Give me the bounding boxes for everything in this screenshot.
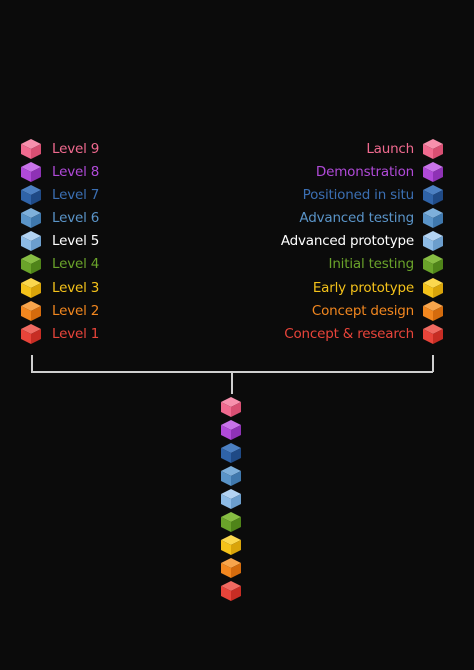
stage-row-8: Demonstration (316, 161, 444, 183)
level-label: Level 2 (52, 303, 100, 319)
level-row-2: Level 2 (20, 300, 99, 322)
level-row-3: Level 3 (20, 277, 99, 299)
stack-cube-icon (221, 581, 241, 601)
cube-icon (423, 162, 443, 182)
cube-icon (21, 139, 41, 159)
stack-cube-icon (221, 489, 241, 509)
cube-icon (423, 139, 443, 159)
level-label: Level 6 (52, 210, 100, 226)
level-row-9: Level 9 (20, 138, 99, 160)
stage-label: Initial testing (328, 256, 415, 272)
cube-icon (423, 324, 443, 344)
stage-label: Concept design (311, 303, 414, 319)
bracket-stem (231, 371, 233, 394)
cube-icon (423, 208, 443, 228)
stage-row-6: Advanced testing (299, 207, 444, 229)
level-row-5: Level 5 (20, 230, 99, 252)
stage-row-9: Launch (366, 138, 444, 160)
stack-cube-icon (221, 535, 241, 555)
cube-icon (423, 301, 443, 321)
stage-label: Advanced testing (299, 210, 414, 226)
stack-cube-icon (221, 397, 241, 417)
level-label: Level 5 (52, 233, 100, 249)
cube-icon (21, 324, 41, 344)
cube-icon (21, 162, 41, 182)
stage-label: Demonstration (315, 164, 414, 180)
cube-icon (21, 208, 41, 228)
stage-label: Launch (366, 141, 414, 157)
stage-row-1: Concept & research (284, 323, 444, 345)
level-label: Level 9 (52, 141, 100, 157)
stage-label: Positioned in situ (302, 187, 415, 203)
cube-icon (21, 254, 41, 274)
cube-icon (21, 301, 41, 321)
bracket-left-tick (31, 355, 33, 372)
stack-cube-icon (221, 558, 241, 578)
level-row-7: Level 7 (20, 184, 99, 206)
level-label: Level 1 (52, 326, 100, 342)
cube-icon (423, 231, 443, 251)
stack-cube-icon (221, 466, 241, 486)
bracket-right-tick (432, 355, 434, 372)
cube-icon (21, 278, 41, 298)
stage-row-4: Initial testing (329, 253, 444, 275)
level-label: Level 3 (52, 280, 100, 296)
cube-icon (423, 185, 443, 205)
cube-icon (21, 231, 41, 251)
level-row-4: Level 4 (20, 253, 99, 275)
cube-icon (423, 254, 443, 274)
level-row-1: Level 1 (20, 323, 99, 345)
stage-label: Early prototype (312, 280, 414, 296)
stage-row-3: Early prototype (313, 277, 444, 299)
stack-cube-icon (221, 512, 241, 532)
stage-label: Advanced prototype (280, 233, 414, 249)
stage-label: Concept & research (284, 326, 414, 342)
level-row-8: Level 8 (20, 161, 99, 183)
stage-row-2: Concept design (312, 300, 444, 322)
level-label: Level 8 (52, 164, 100, 180)
stack-cube-icon (221, 443, 241, 463)
cube-icon (423, 278, 443, 298)
stage-row-5: Advanced prototype (281, 230, 444, 252)
level-row-6: Level 6 (20, 207, 99, 229)
level-label: Level 4 (52, 256, 100, 272)
cube-icon (21, 185, 41, 205)
stack-cube-icon (221, 420, 241, 440)
level-label: Level 7 (52, 187, 100, 203)
stage-row-7: Positioned in situ (303, 184, 444, 206)
